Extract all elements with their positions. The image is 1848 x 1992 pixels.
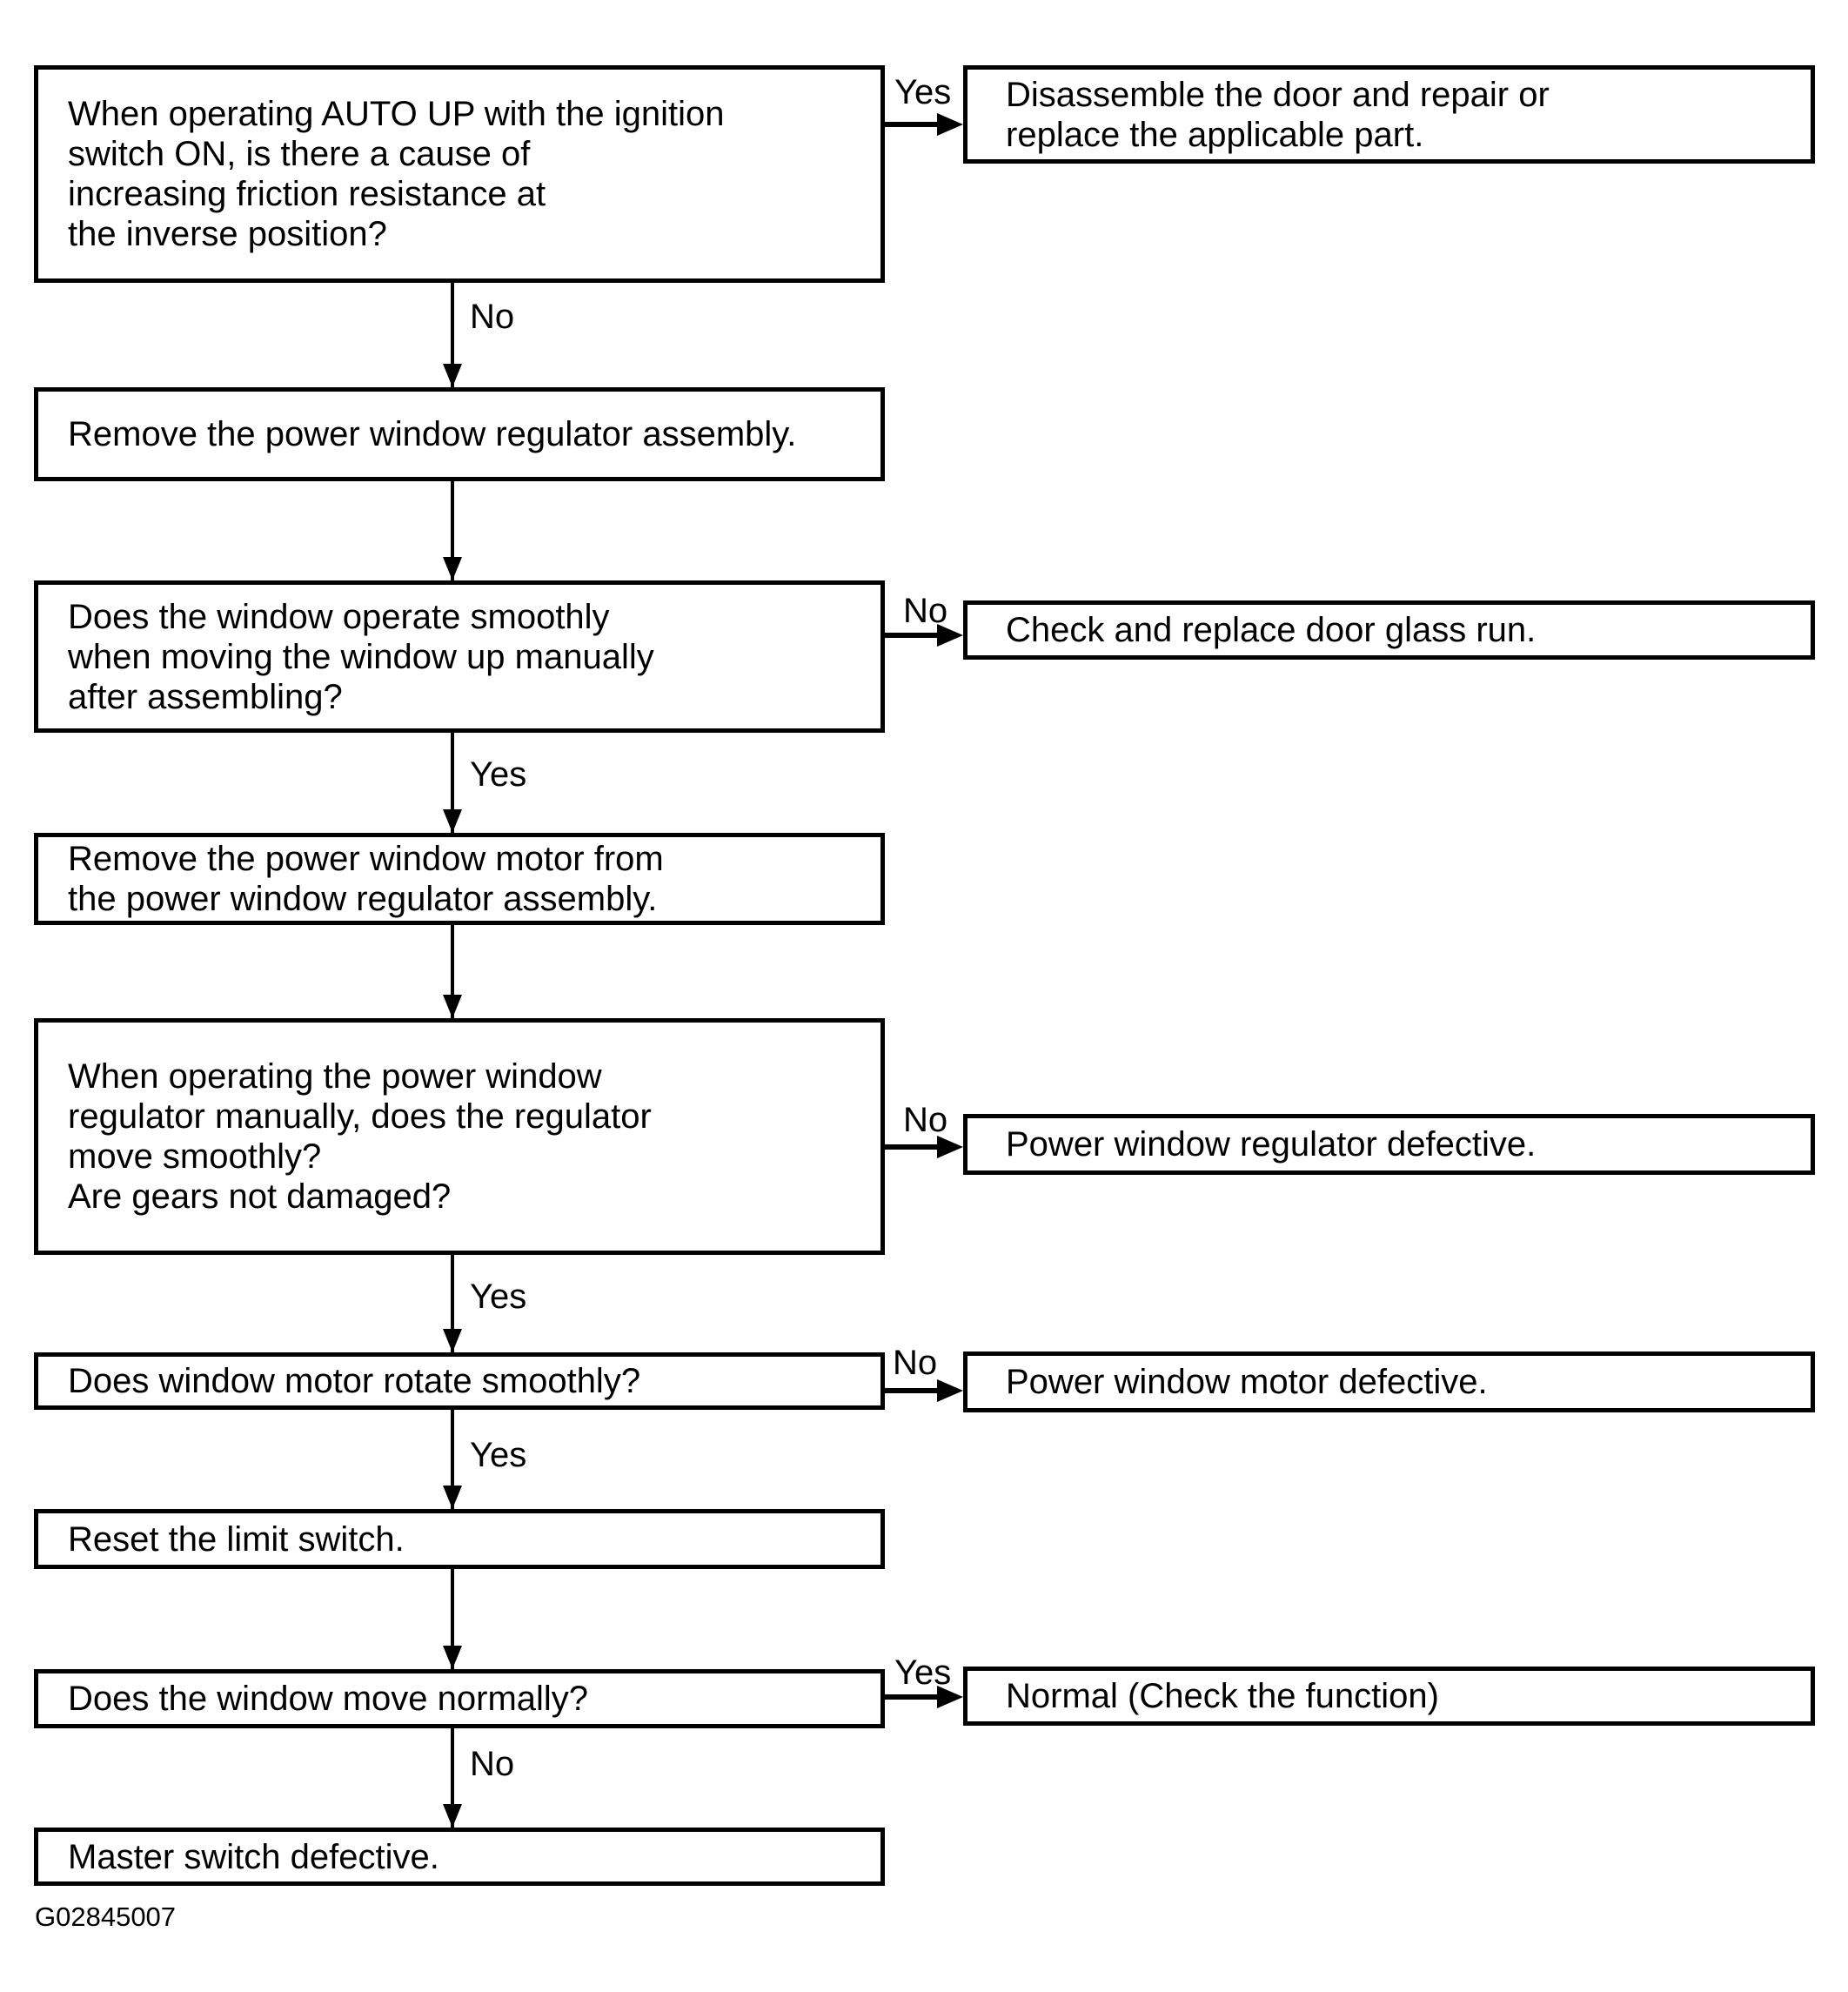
- flow-node-text: Disassemble the door and repair or repla…: [1006, 75, 1550, 154]
- arrow-down-line-5: [451, 1253, 454, 1352]
- arrow-down-head-8: [443, 1804, 462, 1828]
- arrow-right-line-no-2: [883, 1144, 939, 1150]
- flow-node-question-window-operate-smoothly: Does the window operate smoothly when mo…: [34, 580, 885, 733]
- arrow-down-line-6: [451, 1408, 454, 1509]
- edge-label-no-to-motor-defective: No: [893, 1344, 938, 1382]
- arrow-right-line-yes-1: [883, 122, 939, 127]
- arrow-down-line-8: [451, 1727, 454, 1828]
- arrow-down-head-1: [443, 364, 462, 387]
- flow-node-text: Check and replace door glass run.: [1006, 611, 1537, 649]
- flow-node-text: Does the window move normally?: [68, 1680, 589, 1718]
- flow-node-process-reset-limit-switch: Reset the limit switch.: [34, 1509, 885, 1569]
- arrow-right-head-yes-1: [937, 113, 963, 136]
- arrow-down-line-4: [451, 923, 454, 1018]
- figure-id-label: G02845007: [35, 1901, 177, 1932]
- flow-node-action-disassemble-door: Disassemble the door and repair or repla…: [963, 65, 1815, 164]
- edge-label-no-to-regulator-defective: No: [903, 1101, 948, 1139]
- edge-label-yes-to-disassemble: Yes: [894, 73, 952, 111]
- flow-node-text: Does the window operate smoothly when mo…: [68, 597, 654, 716]
- edge-label-yes-to-normal: Yes: [894, 1653, 952, 1692]
- arrow-right-head-yes-2: [937, 1686, 963, 1708]
- arrow-right-head-no-1: [937, 624, 963, 647]
- flow-node-text: Remove the power window regulator assemb…: [68, 415, 797, 453]
- flow-node-process-remove-motor: Remove the power window motor from the p…: [34, 833, 885, 925]
- flow-node-result-motor-defective: Power window motor defective.: [963, 1351, 1815, 1412]
- arrow-down-line-7: [451, 1567, 454, 1669]
- flow-node-process-remove-regulator-assembly: Remove the power window regulator assemb…: [34, 387, 885, 481]
- flow-node-result-master-switch-defective: Master switch defective.: [34, 1828, 885, 1886]
- flow-node-result-normal: Normal (Check the function): [963, 1667, 1815, 1726]
- arrow-down-head-6: [443, 1486, 462, 1509]
- arrow-right-line-no-3: [883, 1388, 939, 1393]
- flow-node-action-replace-glass-run: Check and replace door glass run.: [963, 600, 1815, 660]
- arrow-right-line-yes-2: [883, 1694, 939, 1700]
- edge-label-no-to-glass-run: No: [903, 592, 948, 630]
- flow-node-text: Power window regulator defective.: [1006, 1125, 1537, 1164]
- flow-node-text: Power window motor defective.: [1006, 1363, 1488, 1401]
- arrow-down-line-3: [451, 731, 454, 833]
- flow-node-text: Does window motor rotate smoothly?: [68, 1362, 641, 1400]
- flow-node-question-motor-rotate-smoothly: Does window motor rotate smoothly?: [34, 1352, 885, 1410]
- arrow-down-head-2: [443, 557, 462, 580]
- flow-node-text: When operating the power window regulato…: [68, 1057, 652, 1216]
- flow-node-question-window-move-normally: Does the window move normally?: [34, 1669, 885, 1728]
- edge-label-no-to-remove-regulator: No: [470, 298, 515, 336]
- flow-node-question-regulator-move-smoothly: When operating the power window regulato…: [34, 1018, 885, 1255]
- arrow-right-line-no-1: [883, 633, 939, 638]
- arrow-down-head-7: [443, 1646, 462, 1669]
- flow-node-result-regulator-defective: Power window regulator defective.: [963, 1114, 1815, 1175]
- edge-label-yes-to-remove-motor: Yes: [470, 755, 527, 794]
- arrow-down-head-5: [443, 1329, 462, 1352]
- flow-node-text: Remove the power window motor from the p…: [68, 840, 664, 918]
- edge-label-no-to-master-switch: No: [470, 1745, 515, 1783]
- arrow-down-line-1: [451, 283, 454, 387]
- flow-node-question-auto-up-friction: When operating AUTO UP with the ignition…: [34, 65, 885, 283]
- edge-label-yes-to-reset-limit: Yes: [470, 1436, 527, 1474]
- flow-node-text: Normal (Check the function): [1006, 1677, 1439, 1715]
- arrow-down-head-3: [443, 809, 462, 833]
- edge-label-yes-to-motor-rotate: Yes: [470, 1278, 527, 1316]
- flow-node-text: Master switch defective.: [68, 1837, 439, 1876]
- arrow-down-line-2: [451, 480, 454, 580]
- arrow-right-head-no-3: [937, 1379, 963, 1402]
- flow-node-text: Reset the limit switch.: [68, 1519, 405, 1559]
- arrow-down-head-4: [443, 995, 462, 1018]
- arrow-right-head-no-2: [937, 1136, 963, 1158]
- flow-node-text: When operating AUTO UP with the ignition…: [68, 95, 725, 253]
